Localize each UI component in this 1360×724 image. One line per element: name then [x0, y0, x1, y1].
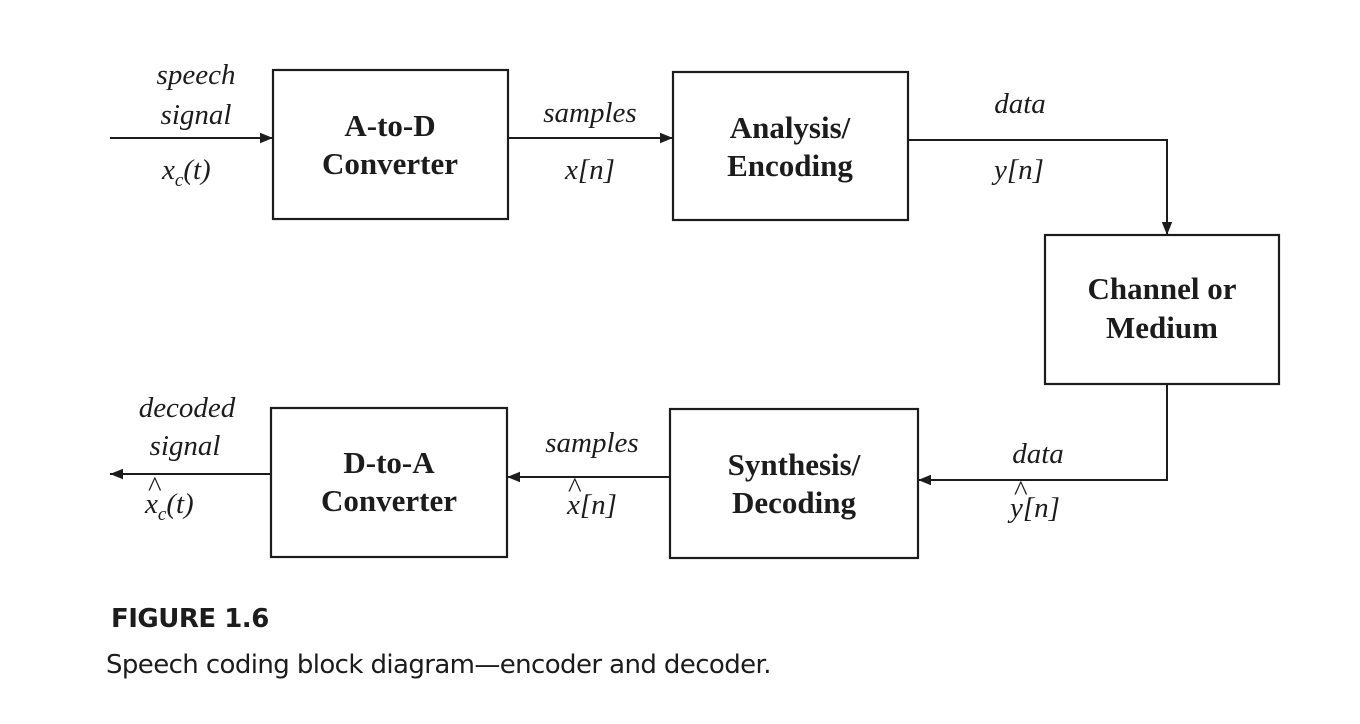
channel-label-line2: Medium — [1106, 310, 1218, 345]
dac-block: D-to-A Converter — [269, 406, 509, 559]
data-top-label: data — [994, 88, 1046, 120]
svg-text:xc(t): xc(t) — [144, 488, 194, 525]
input-symbol: xc(t) — [161, 154, 211, 191]
analysis-encoding-block: Analysis/ Encoding — [671, 70, 910, 222]
data-bottom-symbol: y[n] ^ — [1007, 475, 1060, 524]
dac-label-line2: Converter — [321, 483, 457, 518]
output-symbol: xc(t) ^ — [144, 471, 194, 525]
samples-top-symbol: x[n] — [564, 154, 615, 186]
analysis-label-line2: Encoding — [727, 148, 853, 183]
input-name-line2: signal — [161, 99, 232, 131]
channel-label-line1: Channel or — [1088, 271, 1237, 306]
samples-bottom-symbol: x[n] ^ — [566, 472, 617, 521]
data-bottom-label: data — [1012, 438, 1064, 470]
dac-label-line1: D-to-A — [343, 445, 435, 480]
analysis-label-line1: Analysis/ — [730, 110, 851, 145]
svg-text:y[n]: y[n] — [1007, 492, 1060, 524]
adc-label-line1: A-to-D — [344, 108, 435, 143]
synthesis-label-line2: Decoding — [732, 485, 857, 520]
svg-text:x[n]: x[n] — [566, 489, 617, 521]
samples-bottom-label: samples — [545, 427, 638, 459]
synthesis-label-line1: Synthesis/ — [728, 447, 861, 482]
channel-to-synthesis-arrow — [918, 384, 1168, 486]
output-name-line2: signal — [150, 430, 221, 462]
figure-caption: Speech coding block diagram—encoder and … — [106, 650, 771, 680]
svg-text:^: ^ — [568, 472, 582, 504]
svg-text:^: ^ — [1014, 475, 1028, 507]
speech-coding-block-diagram: A-to-D Converter Analysis/ Encoding Chan… — [110, 59, 1281, 560]
output-name-line1: decoded — [139, 392, 236, 424]
analysis-to-channel-arrow — [908, 139, 1173, 235]
input-name-line1: speech — [157, 59, 236, 91]
adc-block: A-to-D Converter — [271, 68, 510, 221]
synthesis-decoding-block: Synthesis/ Decoding — [668, 407, 920, 560]
figure-number: FIGURE 1.6 — [111, 604, 269, 634]
adc-label-line2: Converter — [322, 146, 458, 181]
svg-text:^: ^ — [148, 471, 162, 503]
channel-medium-block: Channel or Medium — [1043, 233, 1281, 386]
data-top-symbol: y[n] — [991, 154, 1044, 186]
samples-top-label: samples — [543, 97, 636, 129]
